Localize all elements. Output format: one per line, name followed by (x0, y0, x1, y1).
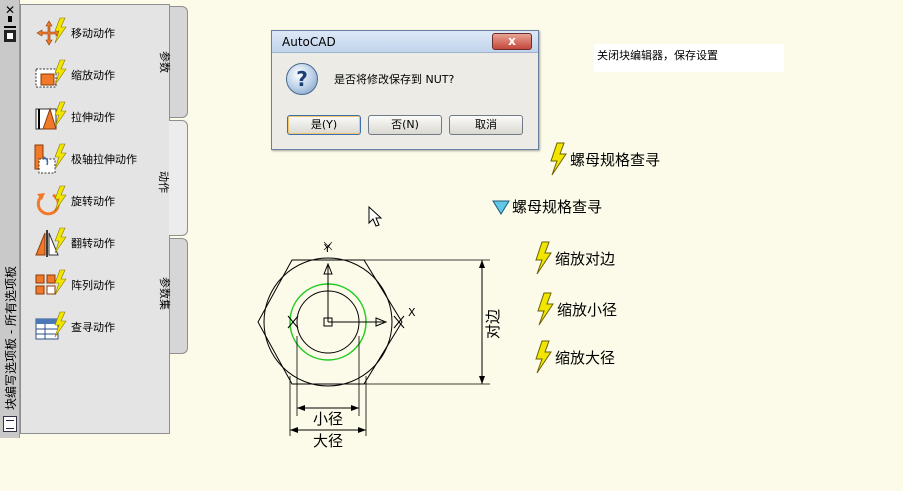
axis-y-label: Y (323, 242, 331, 255)
param-label: 缩放小径 (557, 300, 618, 319)
axis-x-label: X (408, 306, 416, 319)
tab-label: 参数集 (157, 277, 173, 310)
param-scale-across-flats[interactable]: 缩放对边 (533, 241, 615, 275)
lightning-bolt-icon (535, 241, 552, 275)
tool-label: 拉伸动作 (71, 111, 115, 124)
flip-action-icon (35, 227, 67, 257)
yes-button[interactable]: 是(Y) (287, 115, 361, 135)
tab-parameter-sets[interactable]: 参数集 (158, 238, 188, 354)
tab-actions[interactable]: 动作 (157, 120, 188, 236)
tool-array-action[interactable]: 阵列动作 (33, 265, 173, 305)
lightning-bolt-icon (537, 292, 554, 326)
properties-icon[interactable] (3, 416, 17, 432)
dialog-message: 是否将修改保存到 NUT? (334, 73, 455, 86)
tool-lookup-action[interactable]: 查寻动作 (33, 307, 173, 347)
param-scale-minor-diameter[interactable]: 缩放小径 (535, 292, 617, 326)
lookup-action-icon (35, 311, 67, 340)
param-nut-lookup-action[interactable]: 螺母规格查寻 (548, 142, 660, 176)
palette-title: 块编写选项板 - 所有选项板 (4, 266, 18, 410)
tool-label: 缩放动作 (71, 69, 115, 82)
rotate-action-icon (36, 185, 67, 216)
palette-menu-icon[interactable] (4, 30, 16, 42)
tool-label: 旋转动作 (71, 195, 115, 208)
lightning-bolt-icon (535, 340, 552, 374)
palette-tabs: 参数 动作 参数集 (157, 0, 190, 438)
tool-label: 翻转动作 (71, 237, 115, 250)
tool-label: 移动动作 (71, 27, 115, 40)
tool-label: 阵列动作 (71, 279, 115, 292)
param-nut-lookup[interactable]: 螺母规格查寻 (492, 196, 602, 217)
annotation-note: 关闭块编辑器，保存设置 (594, 44, 784, 72)
tab-label: 参数 (158, 51, 171, 73)
tool-rotate-action[interactable]: 旋转动作 (33, 181, 173, 221)
dim-across-flats: 对边 (484, 309, 502, 339)
nut-drawing-canvas[interactable]: Y X 对边 小径 大径 (250, 236, 510, 456)
array-action-icon (35, 269, 67, 296)
tab-label: 动作 (157, 171, 170, 193)
block-authoring-palette: ✕ 块编写选项板 - 所有选项板 移动动作 缩放动作 (0, 0, 190, 438)
scale-action-icon (35, 59, 67, 88)
tool-scale-action[interactable]: 缩放动作 (33, 55, 173, 95)
param-label: 缩放对边 (555, 249, 616, 268)
param-label: 螺母规格查寻 (512, 198, 603, 216)
tool-polar-stretch-action[interactable]: 极轴拉伸动作 (33, 139, 173, 179)
tool-stretch-action[interactable]: 拉伸动作 (33, 97, 173, 137)
tab-parameters[interactable]: 参数 (158, 6, 188, 118)
no-button[interactable]: 否(N) (368, 115, 442, 135)
mouse-cursor-icon (368, 206, 383, 227)
save-changes-dialog: AutoCAD x ? 是否将修改保存到 NUT? 是(Y) 否(N) 取消 (271, 30, 539, 150)
param-label: 螺母规格查寻 (570, 150, 661, 169)
close-icon[interactable]: ✕ (4, 3, 16, 17)
dialog-titlebar[interactable]: AutoCAD x (272, 31, 538, 53)
dialog-title: AutoCAD (282, 35, 336, 49)
tool-flip-action[interactable]: 翻转动作 (33, 223, 173, 263)
param-scale-major-diameter[interactable]: 缩放大径 (533, 340, 615, 374)
palette-titlebar[interactable]: ✕ 块编写选项板 - 所有选项板 (0, 0, 20, 438)
tool-label: 极轴拉伸动作 (71, 153, 137, 166)
pin-icon[interactable] (4, 16, 16, 28)
lookup-triangle-icon (492, 200, 510, 215)
cancel-button[interactable]: 取消 (449, 115, 523, 135)
tool-label: 查寻动作 (71, 321, 115, 334)
polar-stretch-action-icon (34, 143, 67, 174)
major-diameter-circle (263, 257, 393, 387)
dim-major-diameter: 大径 (313, 432, 343, 450)
question-icon: ? (286, 63, 318, 95)
tool-move-action[interactable]: 移动动作 (33, 13, 173, 53)
param-label: 缩放大径 (555, 348, 616, 367)
lightning-bolt-icon (550, 142, 567, 176)
dialog-close-button[interactable]: x (492, 33, 532, 50)
stretch-action-icon (35, 101, 67, 130)
move-action-icon (36, 17, 67, 46)
palette-content-panel: 移动动作 缩放动作 拉伸动作 (20, 4, 170, 434)
dim-minor-diameter: 小径 (313, 410, 343, 428)
